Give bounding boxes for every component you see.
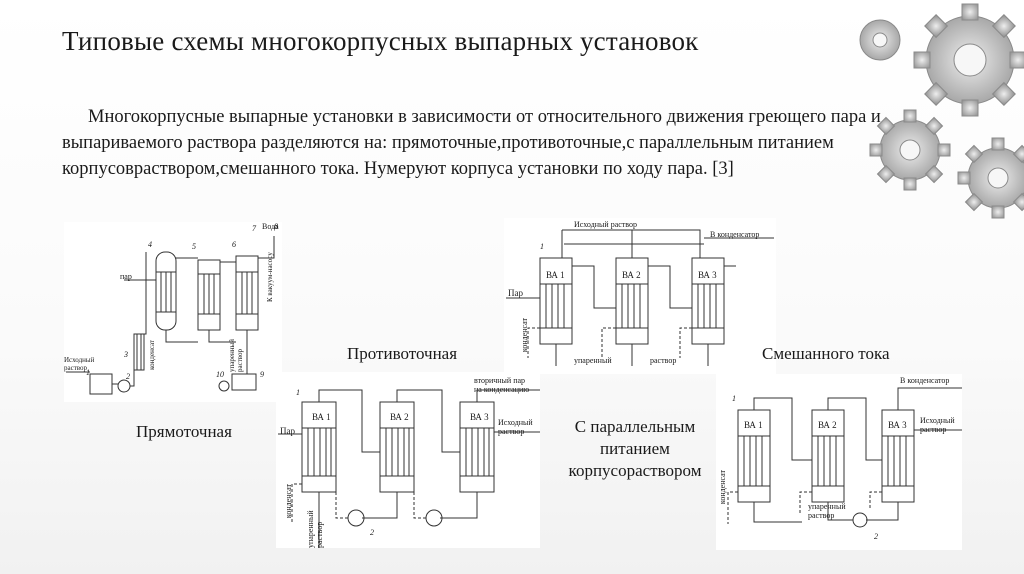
- parallel-condensate-label: конденсат: [520, 318, 529, 353]
- direct-num-2: 2: [126, 372, 130, 381]
- direct-num-6: 6: [232, 240, 236, 249]
- mixed-num-1: 1: [732, 394, 736, 403]
- parallel-num-1: 1: [540, 242, 544, 251]
- direct-condensate-label: конденсат: [148, 340, 156, 370]
- parallel-source-label: Исходный раствор: [574, 220, 638, 229]
- label-parallel-line1: С параллельным: [574, 417, 696, 436]
- counter-pump-b: [347, 509, 365, 527]
- parallel-solution-label: раствор: [650, 356, 677, 365]
- counter-pump-a: [425, 509, 443, 527]
- parallel-ba3: ВА 3: [698, 270, 717, 280]
- direct-vacuum-label: К вакуум-насосу: [266, 252, 274, 302]
- counter-source-line2: раствор: [498, 427, 525, 436]
- label-direct-flow: Прямоточная: [136, 422, 232, 441]
- mixed-flow-diagram: В конденсатор ВА 1 ВА 2 ВА 3 Исходный ра…: [716, 374, 962, 550]
- direct-num-3: 3: [124, 350, 128, 359]
- direct-num-10: 10: [216, 370, 224, 379]
- direct-num-7: 7: [252, 224, 256, 233]
- counter-ba1: ВА 1: [312, 412, 331, 422]
- counter-source-label: Исходный раствор: [498, 418, 533, 436]
- mixed-condensate-label: конденсат: [718, 470, 727, 505]
- tank-10: [231, 373, 257, 391]
- intro-text: Многокорпусные выпарные установки в зави…: [62, 107, 881, 179]
- mixed-ba2: ВА 2: [818, 420, 837, 430]
- counter-steam-label: Пар: [280, 426, 295, 436]
- mixed-condenser-label: В конденсатор: [900, 376, 950, 385]
- direct-evaporated-label: упаренный раствор: [228, 339, 244, 372]
- counter-flow-diagram: ВА 1 ВА 2 ВА 3 Пар вторичный пар на конд…: [276, 372, 540, 548]
- parallel-feed-diagram: Исходный раствор В конденсатор ВА 1 ВА 2…: [504, 218, 776, 374]
- direct-flow-diagram: Вода К вакуум-насосу пар Исходный раство…: [64, 222, 282, 402]
- counter-condensate-label: конденсат: [284, 484, 293, 519]
- mixed-source-label: Исходный раствор: [920, 416, 955, 434]
- intro-paragraph: Многокорпусные выпарные установки в зави…: [62, 104, 942, 182]
- counter-source-line1: Исходный: [498, 418, 533, 427]
- heater-3: [133, 333, 145, 371]
- gears-decoration-icon: [852, 0, 1024, 230]
- slide-title: Типовые схемы многокорпусных выпарных ус…: [62, 26, 699, 56]
- label-parallel-line2: питанием: [600, 439, 670, 458]
- counter-num-1: 1: [296, 388, 300, 397]
- parallel-ba1: ВА 1: [546, 270, 565, 280]
- direct-steam-label: пар: [120, 272, 132, 281]
- mixed-pump: [852, 512, 868, 528]
- mixed-evaporated-line2: раствор: [808, 511, 835, 520]
- label-counter-flow: Противоточная: [347, 344, 458, 363]
- counter-num-2: 2: [370, 528, 374, 537]
- direct-source-line2: раствор: [64, 364, 88, 372]
- mixed-num-2: 2: [874, 532, 878, 541]
- direct-num-9: 9: [260, 370, 264, 379]
- parallel-ba2: ВА 2: [622, 270, 641, 280]
- mixed-ba3: ВА 3: [888, 420, 907, 430]
- counter-secondary-label: вторичный пар на конденсацию: [474, 376, 529, 394]
- mixed-source-line1: Исходный: [920, 416, 955, 425]
- direct-water-label: Вода: [262, 222, 279, 231]
- direct-num-8: 8: [274, 222, 278, 231]
- direct-num-5: 5: [192, 242, 196, 251]
- counter-ba3: ВА 3: [470, 412, 489, 422]
- feed-tank-1: [89, 373, 113, 395]
- direct-num-4: 4: [148, 240, 152, 249]
- label-parallel-line3: корпусораствором: [568, 461, 702, 480]
- mixed-evaporated-label: упаренный раствор: [808, 502, 846, 520]
- counter-secondary-line2: на конденсацию: [474, 385, 530, 394]
- parallel-steam-label: Пар: [508, 288, 523, 298]
- counter-secondary-line1: вторичный пар: [474, 376, 526, 385]
- label-mixed-flow: Смешанного тока: [762, 344, 890, 363]
- direct-num-1: 1: [86, 368, 90, 377]
- direct-source-label: Исходный раствор: [64, 356, 94, 372]
- label-parallel-feed: С параллельным питанием корпусораствором: [560, 416, 710, 482]
- mixed-source-line2: раствор: [920, 425, 947, 434]
- parallel-condenser-label: В конденсатор: [710, 230, 760, 239]
- pump-2: [117, 379, 131, 393]
- counter-evaporated-label: упаренный раствор: [306, 510, 324, 548]
- parallel-evaporated-label: упаренный: [574, 356, 612, 365]
- counter-ba2: ВА 2: [390, 412, 409, 422]
- mixed-evaporated-line1: упаренный: [808, 502, 846, 511]
- direct-source-line1: Исходный: [64, 356, 95, 364]
- mixed-ba1: ВА 1: [744, 420, 763, 430]
